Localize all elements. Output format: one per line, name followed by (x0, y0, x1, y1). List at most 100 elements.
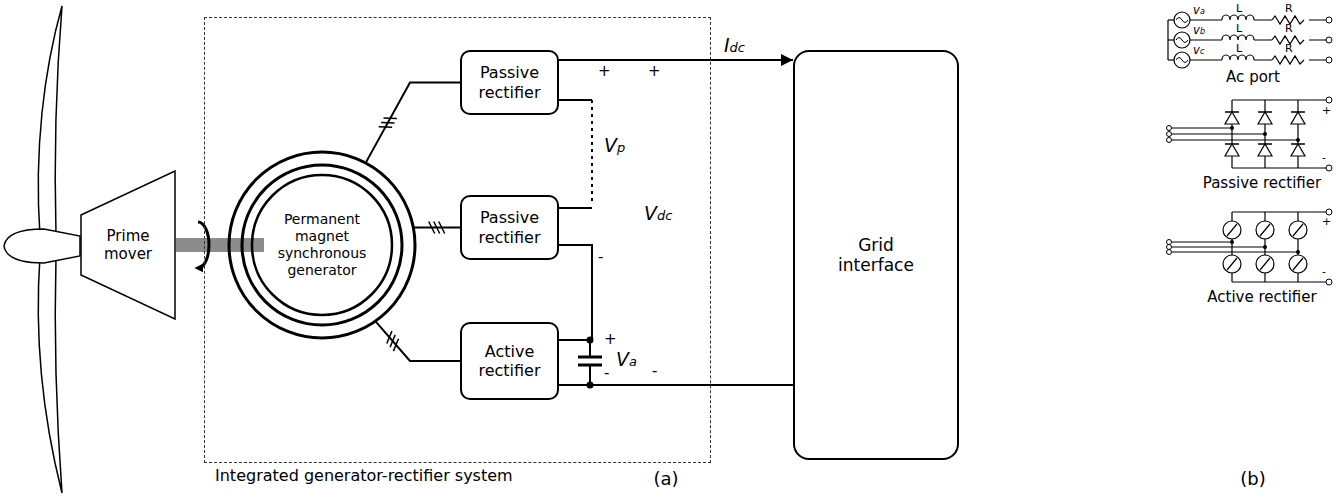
terminal (1167, 245, 1172, 250)
polarity-sign: - (652, 364, 657, 380)
resistor-label: R (1285, 43, 1293, 55)
trapezoid-shape (81, 171, 175, 319)
terminal (1326, 17, 1332, 23)
polarity-sign: - (1322, 266, 1326, 278)
phase-marks (379, 118, 397, 127)
terminal (1167, 132, 1172, 137)
prime-mover: Prime mover (80, 170, 176, 320)
polarity-sign: - (604, 366, 609, 382)
source-label: vb (1193, 24, 1205, 36)
wire (559, 245, 592, 340)
panel-label: (b) (1240, 470, 1265, 489)
inductor-symbol (1222, 15, 1254, 20)
voltage-source (1174, 12, 1190, 28)
wire (1168, 59, 1174, 60)
turbine-blade (38, 256, 62, 493)
polarity-sign: + (1322, 105, 1331, 117)
diode-bar (1225, 112, 1305, 144)
voltage-label: Va (616, 350, 637, 370)
switch-slash (1227, 224, 1303, 270)
terminal (1167, 138, 1172, 143)
turbine-hub (4, 229, 80, 263)
source-label: vc (1193, 44, 1204, 56)
rectifier-box: Active rectifier (460, 322, 559, 400)
polarity-sign: + (604, 332, 617, 348)
inductor-symbol (1222, 35, 1254, 40)
inductor-label: L (1236, 23, 1242, 35)
voltage-label: Vdc (644, 204, 672, 224)
terminal (1167, 240, 1172, 245)
resistor-label: R (1285, 23, 1293, 35)
phase-marks (429, 222, 445, 234)
wire (1172, 100, 1326, 168)
schematic-caption: Ac port (1226, 70, 1280, 86)
polarity-sign: + (1322, 216, 1331, 228)
node-label: Active rectifier (469, 342, 550, 380)
terminal (1326, 57, 1332, 63)
generator-ring (229, 152, 415, 338)
wire (1190, 20, 1326, 60)
phase-marks (387, 331, 399, 351)
sine-mark (1176, 38, 1188, 43)
inductor-symbol (1222, 55, 1254, 60)
source-label: va (1193, 4, 1205, 16)
terminal (1167, 126, 1172, 131)
polarity-sign: - (598, 250, 603, 266)
terminal (1326, 37, 1332, 43)
diode-symbol (1225, 112, 1305, 156)
inductor-label: L (1236, 43, 1242, 55)
capacitor-plate (578, 356, 602, 359)
junction-dot (1263, 245, 1267, 249)
voltage-source (1174, 52, 1190, 68)
wire (1172, 212, 1326, 282)
rectifier-box: Passive rectifier (460, 50, 559, 115)
polarity-sign: + (648, 64, 661, 80)
schematic-caption: Passive rectifier (1203, 176, 1321, 192)
polarity-sign: - (1322, 152, 1326, 164)
wire (559, 384, 793, 386)
inductor-label: L (1236, 3, 1242, 15)
voltage-source (1174, 32, 1190, 48)
group-caption: Integrated generator-rectifier system (215, 466, 720, 485)
system-boundary: Integrated generator-rectifier systemPer… (205, 18, 710, 462)
terminal (1326, 165, 1332, 171)
turbine-blade (38, 6, 62, 236)
panel-label: (a) (653, 470, 678, 489)
wire (1168, 39, 1174, 40)
junction-dot (1230, 240, 1234, 244)
rotation-arrow (198, 222, 209, 268)
current-label: Idc (724, 36, 745, 56)
wire (366, 83, 460, 163)
node-label: Passive rectifier (469, 208, 550, 246)
terminal (1326, 209, 1332, 215)
generator-ring (252, 175, 392, 315)
generator-ring (242, 165, 402, 325)
voltage-label: Vp (604, 136, 625, 156)
junction-dot (1296, 250, 1300, 254)
schematic-caption: Active rectifier (1207, 290, 1316, 306)
node-label: Permanent magnet synchronous generator (270, 211, 374, 278)
wire (375, 321, 460, 361)
junction-dot (1296, 138, 1300, 142)
terminal (1326, 279, 1332, 285)
terminal (1326, 97, 1332, 103)
resistor-symbol (1272, 56, 1304, 64)
node-label: Passive rectifier (469, 63, 550, 101)
node-label: Prime mover (93, 227, 163, 263)
dotted-wire (559, 100, 592, 208)
grid-interface-box: Grid interface (793, 50, 959, 460)
polarity-sign: + (598, 64, 611, 80)
sine-mark (1176, 58, 1188, 63)
resistor-label: R (1285, 3, 1293, 15)
generator-circle: Permanent magnet synchronous generator (227, 150, 417, 340)
node-label: Grid interface (826, 235, 926, 276)
wire (1168, 19, 1174, 20)
junction-dot (1263, 132, 1267, 136)
terminal (1167, 250, 1172, 255)
junction-dot (1230, 126, 1234, 130)
wire (559, 59, 793, 61)
rectifier-box: Passive rectifier (460, 195, 559, 260)
